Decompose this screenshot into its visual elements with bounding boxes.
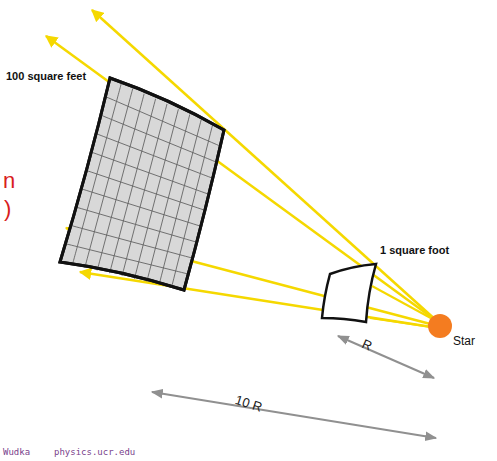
area-label: 1 square foot	[380, 244, 449, 256]
area-label: Star	[453, 334, 475, 348]
area-label: 100 square feet	[6, 70, 86, 82]
grid-line	[134, 109, 178, 279]
dimension-arrow	[338, 336, 434, 378]
grid-line	[147, 114, 190, 281]
cropped-slide-text: )	[4, 196, 11, 222]
star-dot	[428, 314, 452, 338]
area-label-box: 1 square foot	[380, 244, 449, 256]
light-ray	[372, 286, 438, 322]
large-area-patch	[60, 78, 224, 290]
footer-url: physics.ucr.edu	[54, 447, 135, 457]
small-area-patch	[322, 264, 376, 322]
light-ray	[370, 318, 438, 328]
grid-line	[65, 244, 188, 274]
grid-line	[159, 120, 201, 285]
star-label-box: Star	[453, 334, 475, 348]
dimension-arrow	[152, 392, 436, 438]
dimension-label: 10 R	[233, 392, 264, 415]
cropped-slide-text: n	[3, 168, 15, 194]
footer-author: Wudka	[3, 447, 30, 457]
grid-line	[70, 225, 192, 258]
light-rays	[46, 10, 438, 328]
area-label-box: 100 square feet	[6, 70, 86, 82]
grid-line	[85, 170, 204, 210]
